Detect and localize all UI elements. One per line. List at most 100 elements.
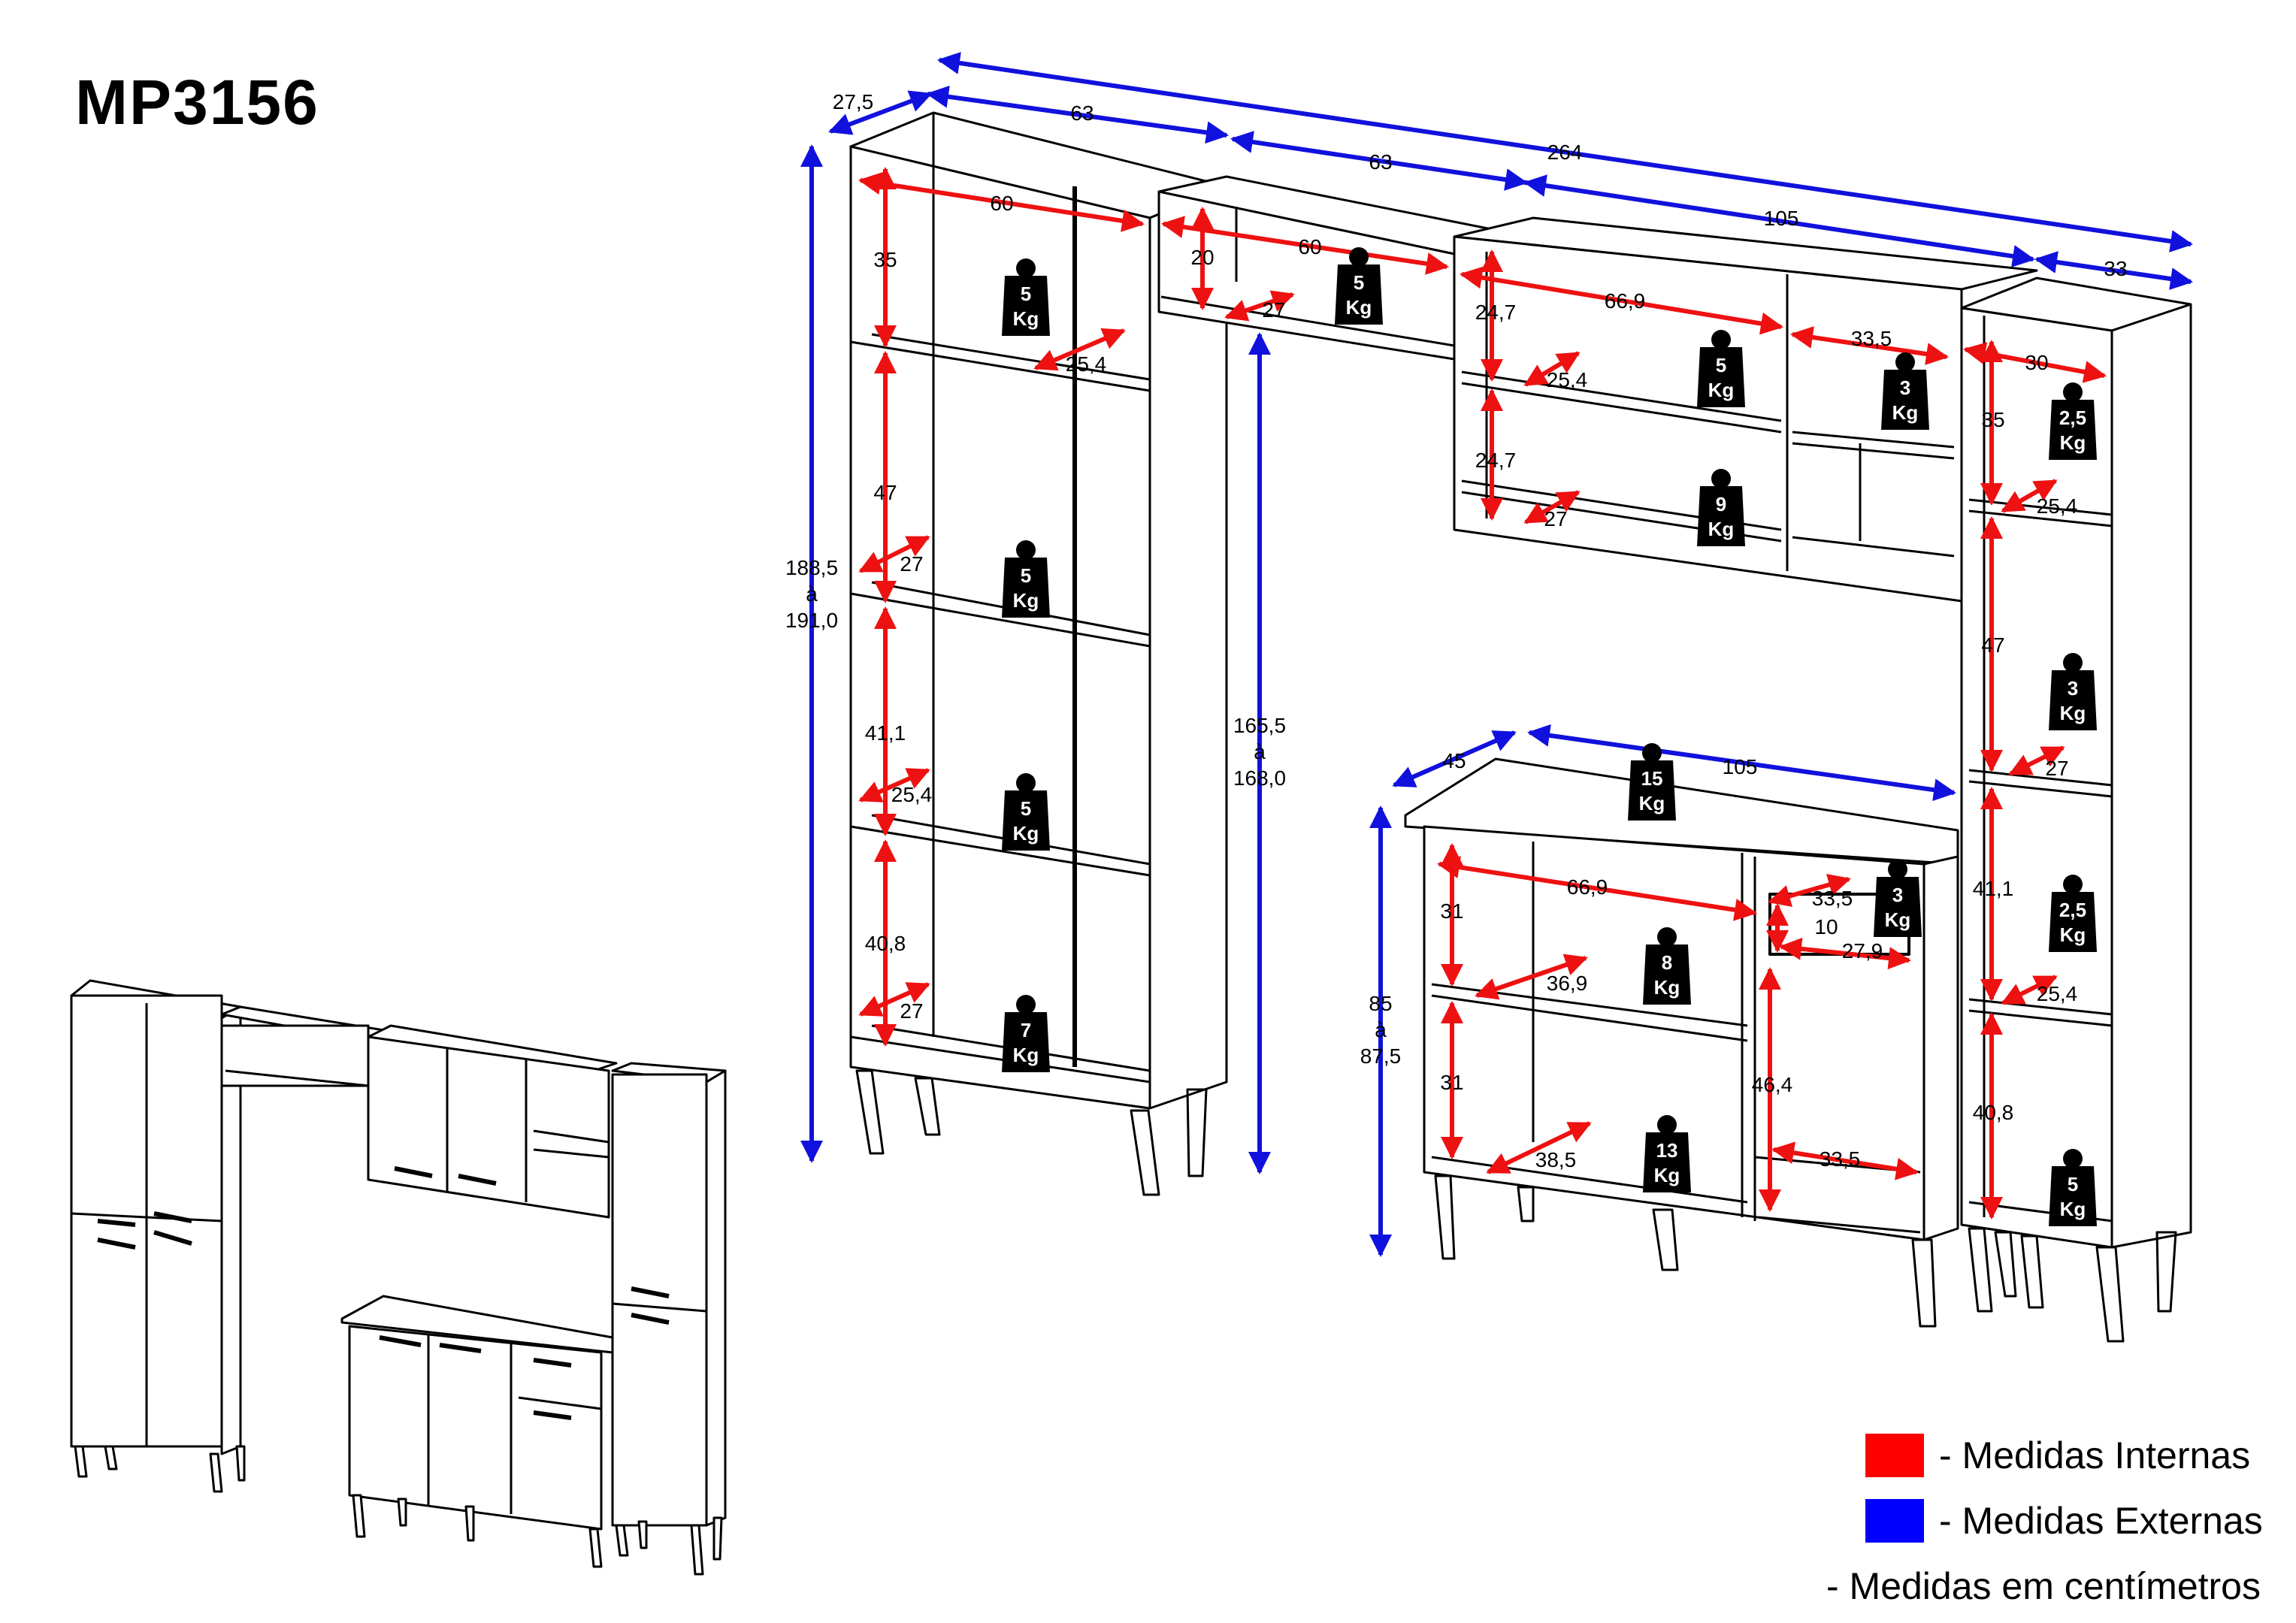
- weight-value: 5: [1021, 797, 1031, 820]
- weight-badge: 5Kg: [1002, 258, 1050, 336]
- label-counter-height-3: 87,5: [1360, 1044, 1402, 1068]
- counter-cabinet: [1404, 757, 1959, 1328]
- label-width-bridge: 63: [1369, 150, 1392, 174]
- weight-badge: 2,5Kg: [2049, 382, 2097, 460]
- label-ct-door-w: 33,5: [1820, 1147, 1861, 1171]
- weight-unit: Kg: [1013, 822, 1039, 845]
- weight-value: 8: [1662, 951, 1672, 974]
- legend-internal: - Medidas Internas: [1865, 1434, 2250, 1477]
- weight-value: 5: [2068, 1173, 2078, 1195]
- label-ct-width: 66,9: [1567, 875, 1608, 899]
- dimension-labels: 264 27,5 63 63 105 33 188,5 à 191,0 165,…: [785, 90, 2128, 1171]
- weight-unit: Kg: [1885, 908, 1911, 931]
- weight-value: 5: [1021, 564, 1031, 587]
- label-up-d2: 27: [1544, 507, 1567, 530]
- left-tall-tower: [849, 111, 1228, 1196]
- legend-external-swatch: [1865, 1499, 1924, 1543]
- label-rt-d2: 27: [2045, 757, 2068, 780]
- weight-badge: 3Kg: [1881, 352, 1929, 430]
- weight-value: 5: [1354, 271, 1364, 294]
- label-lt-h2: 47: [873, 481, 897, 504]
- label-ct-d1: 36,9: [1547, 972, 1588, 995]
- label-ct-drawer-h: 10: [1814, 915, 1838, 938]
- label-ct-h2: 31: [1440, 1071, 1463, 1094]
- label-lt-width: 60: [990, 192, 1013, 215]
- label-width-upper: 105: [1764, 207, 1799, 230]
- label-counter-depth: 45: [1442, 749, 1466, 772]
- legend-external-label: - Medidas Externas: [1939, 1500, 2263, 1542]
- label-rt-h4: 40,8: [1973, 1101, 2014, 1124]
- label-lt-h1: 35: [873, 248, 897, 271]
- external-dimensions: [800, 52, 2193, 1257]
- weight-unit: Kg: [1708, 379, 1735, 401]
- weight-unit: Kg: [1654, 1164, 1680, 1186]
- legend-internal-swatch: [1865, 1434, 1924, 1477]
- weight-value: 2,5: [2059, 407, 2086, 429]
- label-height-bridge-3: 168,0: [1233, 766, 1286, 790]
- label-ct-d2: 38,5: [1535, 1148, 1577, 1171]
- label-width-tall-right: 33: [2104, 257, 2127, 280]
- legend-units-label: - Medidas em centímetros: [1826, 1565, 2261, 1607]
- label-up-width: 66,9: [1605, 289, 1646, 313]
- label-ct-drawer-d: 27,9: [1842, 939, 1883, 963]
- weight-unit: Kg: [2060, 702, 2086, 724]
- weight-badge: 5Kg: [1697, 330, 1745, 407]
- weight-unit: Kg: [2060, 923, 2086, 946]
- label-counter-height-1: 85: [1369, 992, 1392, 1015]
- weight-badge: 5Kg: [1335, 247, 1383, 325]
- weight-value: 13: [1656, 1139, 1678, 1162]
- label-height-bridge-2: à: [1254, 740, 1266, 763]
- label-width-tall-left: 63: [1070, 101, 1094, 125]
- label-br-h: 20: [1190, 246, 1214, 269]
- label-height-tall-2: à: [806, 582, 818, 606]
- label-counter-height-2: à: [1375, 1018, 1387, 1041]
- weight-badge: 9Kg: [1697, 469, 1745, 546]
- weight-unit: Kg: [1639, 792, 1665, 815]
- weight-unit: Kg: [1892, 401, 1919, 424]
- closed-kitchen-thumbnail: [70, 979, 727, 1576]
- upper-cabinet: [1453, 216, 2038, 603]
- weight-value: 3: [1900, 376, 1910, 399]
- weight-value: 3: [2068, 677, 2078, 700]
- label-up-h1: 24,7: [1475, 301, 1517, 324]
- weight-unit: Kg: [1654, 976, 1680, 999]
- weight-value: 3: [1892, 884, 1903, 906]
- weight-unit: Kg: [1708, 518, 1735, 540]
- label-height-tall-3: 191,0: [785, 609, 838, 632]
- weight-badge: 7Kg: [1002, 995, 1050, 1072]
- label-total-width: 264: [1547, 141, 1583, 164]
- label-rt-d1: 25,4: [2037, 494, 2078, 518]
- model-title: MP3156: [75, 67, 319, 138]
- label-lt-h4: 40,8: [865, 932, 906, 955]
- weight-value: 7: [1021, 1019, 1031, 1041]
- label-lt-h3: 41,1: [865, 721, 906, 745]
- weight-badge: 5Kg: [2049, 1149, 2097, 1226]
- label-rt-d3: 25,4: [2037, 982, 2078, 1005]
- weight-value: 9: [1716, 493, 1726, 515]
- weight-value: 15: [1641, 767, 1663, 790]
- label-rt-width: 30: [2025, 351, 2048, 374]
- weight-unit: Kg: [2060, 431, 2086, 454]
- label-rt-h3: 41,1: [1973, 877, 2014, 900]
- label-lt-d3: 25,4: [891, 783, 933, 806]
- weight-badge: 8Kg: [1643, 927, 1691, 1005]
- internal-dimensions: [858, 167, 2107, 1220]
- label-depth-tall: 27,5: [833, 90, 874, 113]
- label-br-d: 27: [1262, 298, 1285, 322]
- label-lt-d4: 27: [900, 999, 923, 1023]
- weight-badge: 5Kg: [1002, 540, 1050, 618]
- label-counter-width: 105: [1723, 755, 1758, 778]
- weight-badge: 5Kg: [1002, 773, 1050, 851]
- weight-unit: Kg: [2060, 1198, 2086, 1220]
- weight-unit: Kg: [1013, 307, 1039, 330]
- label-ct-door-h: 46,4: [1752, 1073, 1793, 1096]
- label-br-width: 60: [1298, 235, 1321, 258]
- legend-units: - Medidas em centímetros: [1826, 1564, 2261, 1608]
- weight-unit: Kg: [1013, 589, 1039, 612]
- label-up-d1: 25,4: [1547, 368, 1588, 391]
- label-rt-h1: 35: [1981, 408, 2004, 431]
- weight-value: 2,5: [2059, 899, 2086, 921]
